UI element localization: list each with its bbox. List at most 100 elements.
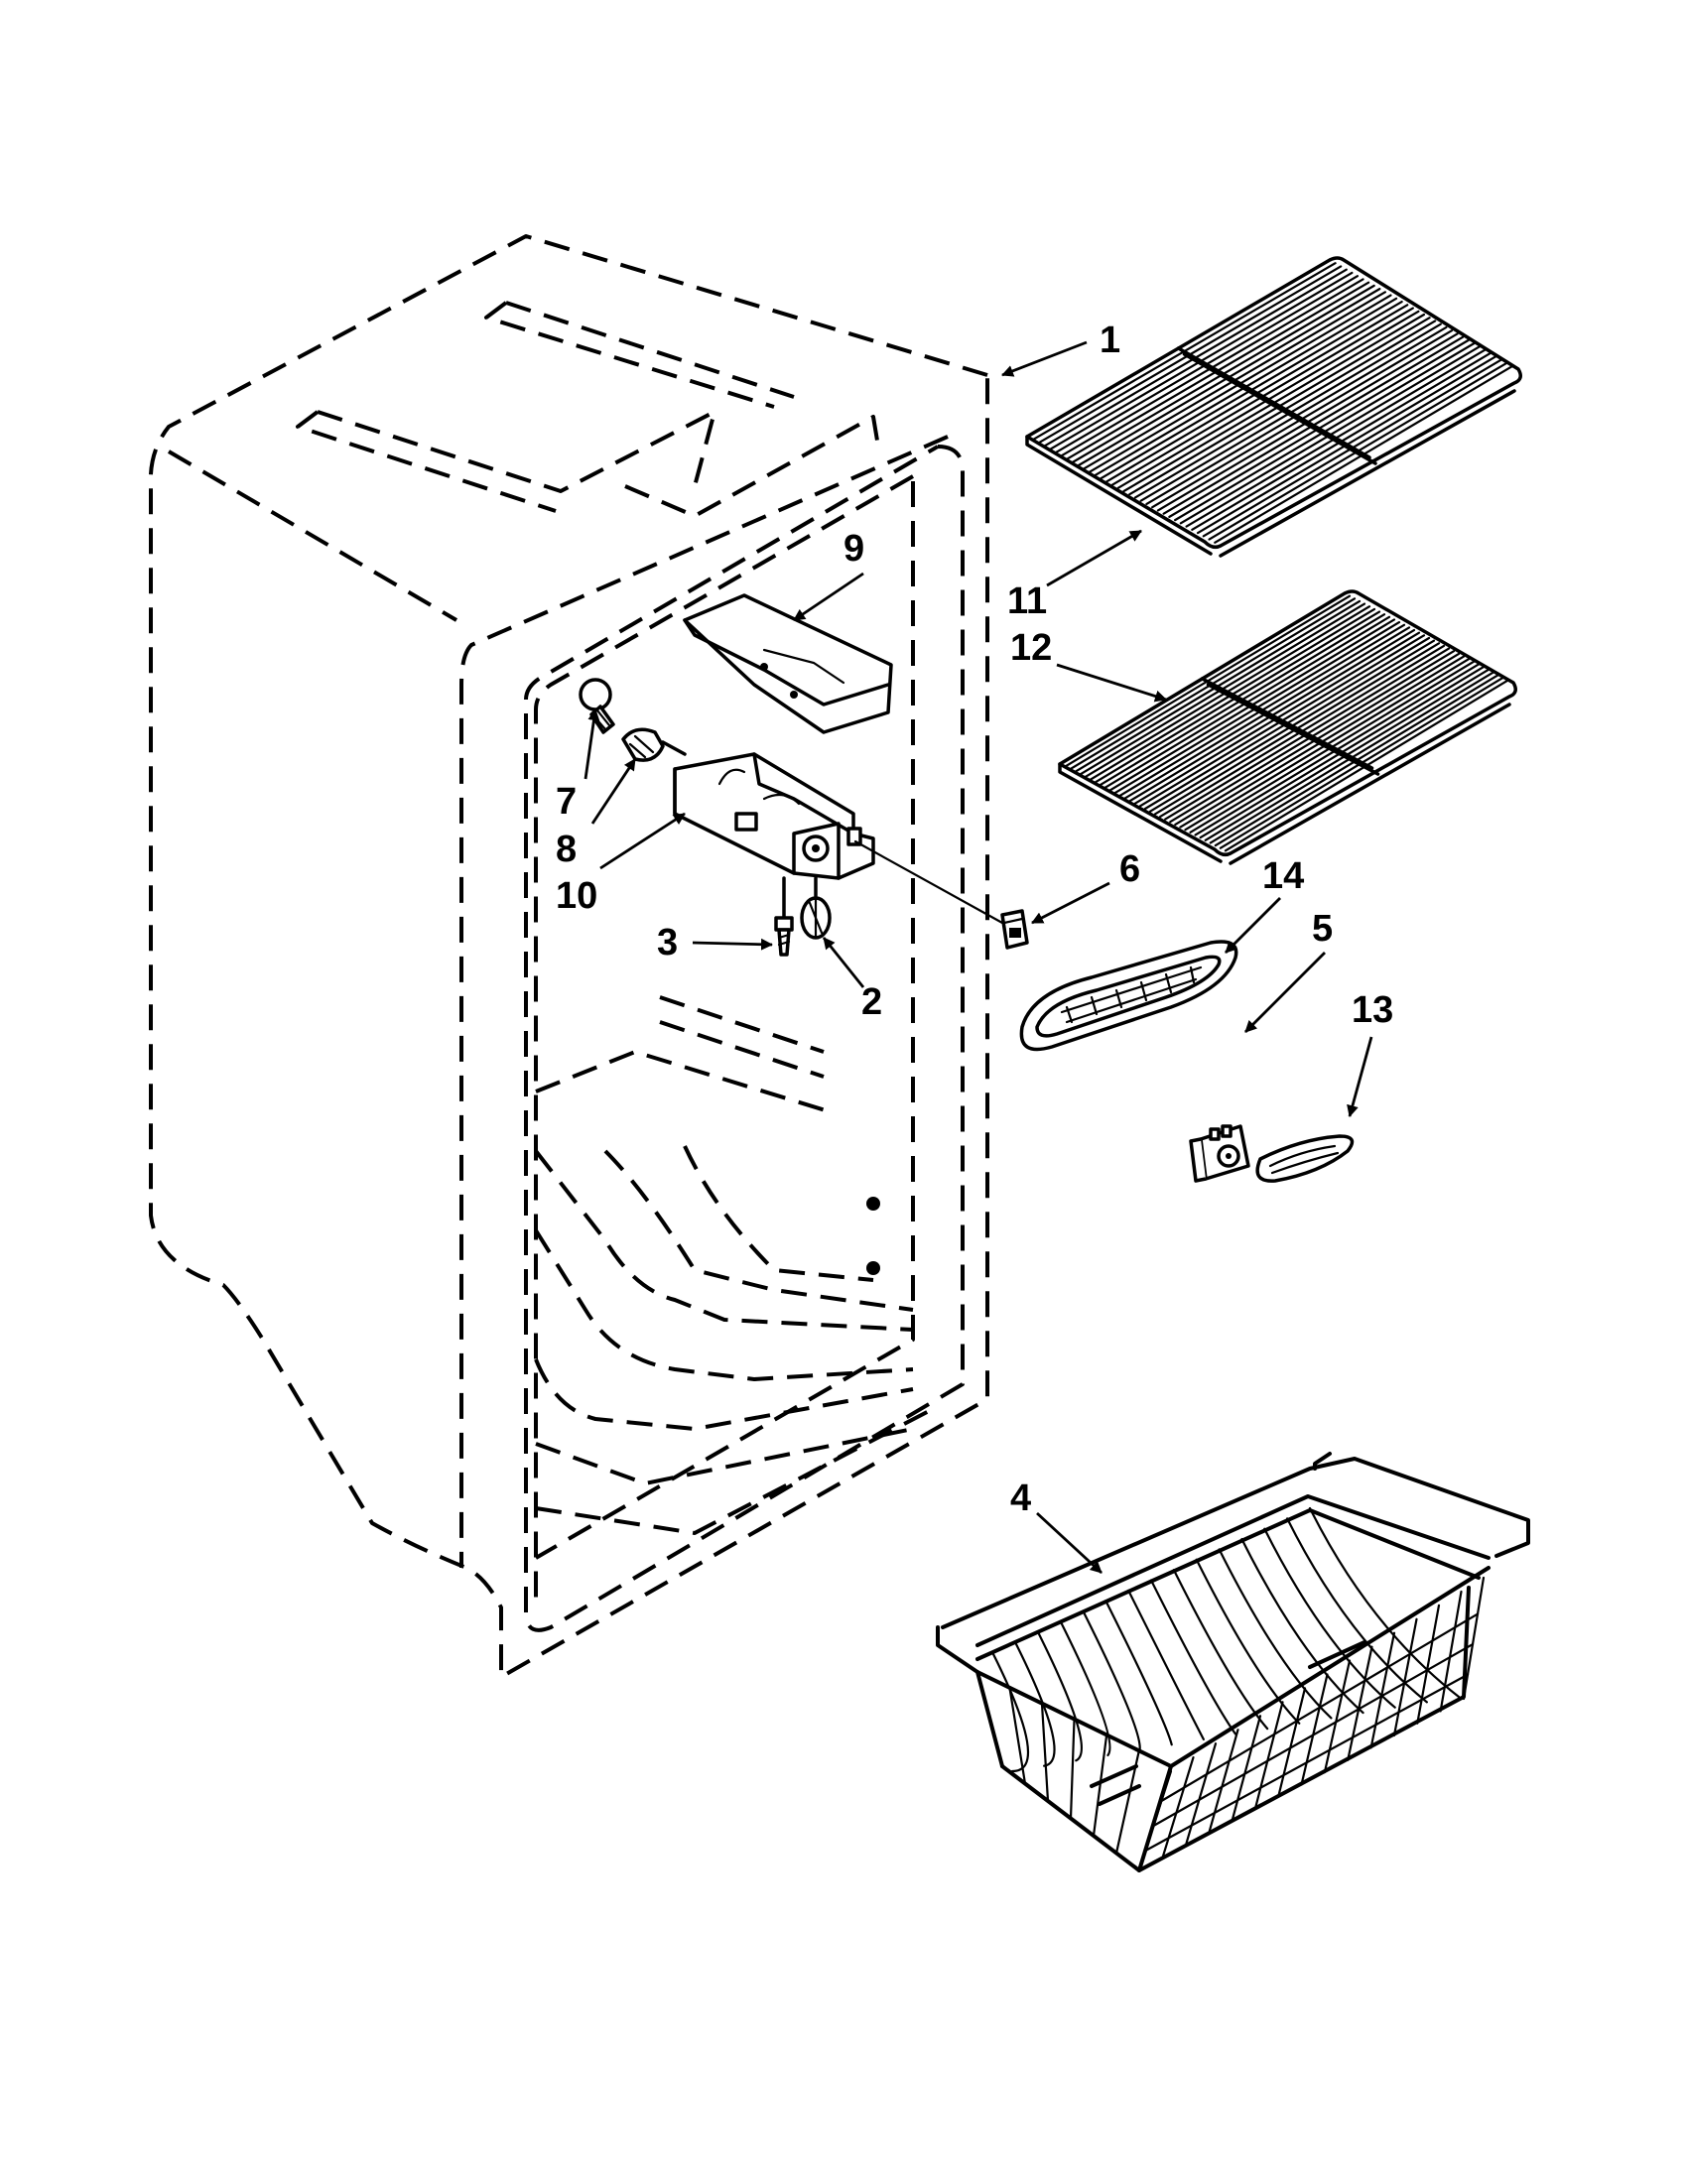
leader-4 — [1036, 1511, 1103, 1575]
leader-11 — [1046, 529, 1142, 587]
basket-runner — [1308, 1640, 1366, 1669]
liner-front-frame — [524, 445, 965, 1632]
basket-wire — [1207, 1729, 1239, 1836]
basket-guide-5 — [534, 1358, 914, 1431]
leader-2 — [822, 937, 865, 988]
basket-bottom-outline — [1000, 1586, 1471, 1872]
shelf-divider — [1206, 683, 1380, 776]
part-4-wire-basket — [936, 1452, 1530, 1872]
basket-left-edge — [975, 1670, 1004, 1768]
leader-6 — [1031, 881, 1110, 925]
basket-wire — [1184, 1742, 1218, 1848]
shelf-side-rail — [1058, 762, 1223, 863]
basket-rung — [1160, 1612, 1480, 1803]
basket-handle-detail — [1313, 1452, 1332, 1471]
basket-runner — [1090, 1764, 1141, 1806]
shelf-divider — [1176, 346, 1371, 459]
part-5-thermostat — [1189, 1124, 1250, 1183]
liner-front-outer — [459, 435, 949, 1568]
top-recess-1 — [484, 301, 795, 409]
interior-rail-1 — [659, 995, 825, 1054]
part-13-small-grille — [1255, 1134, 1355, 1183]
leader-10 — [599, 812, 686, 870]
basket-guide-1 — [534, 1149, 914, 1332]
basket-wire — [1308, 1506, 1461, 1699]
basket-wire — [1263, 1527, 1396, 1709]
basket-guide-3 — [683, 1145, 874, 1282]
basket-wire — [1240, 1537, 1364, 1715]
basket-wire — [1416, 1604, 1441, 1725]
callout-4: 4 — [1010, 1477, 1031, 1519]
callout-2: 2 — [861, 981, 882, 1023]
leader-14 — [1225, 897, 1281, 954]
basket-wire — [1069, 1719, 1076, 1820]
shelf-front-rail — [1219, 389, 1516, 558]
callout-labels: 1 2 3 4 5 6 7 8 9 10 11 12 13 14 — [556, 320, 1393, 1519]
callout-13: 13 — [1352, 989, 1393, 1031]
leader-7 — [584, 708, 600, 780]
basket-wire — [1218, 1548, 1333, 1720]
part-9-bracket — [683, 593, 893, 734]
basket-wire — [1008, 1687, 1027, 1785]
leader-13 — [1347, 1036, 1373, 1117]
part-2-thermostat-knob — [800, 876, 832, 940]
leader-9 — [793, 572, 864, 622]
basket-guide-2 — [603, 1149, 914, 1312]
basket-wire — [1286, 1517, 1428, 1704]
leader-5 — [1244, 952, 1326, 1033]
basket-wire — [1439, 1590, 1463, 1713]
top-recess-3 — [624, 415, 880, 518]
shelf-front-rail — [1229, 703, 1511, 865]
callout-12: 12 — [1010, 627, 1052, 669]
basket-wire — [1231, 1715, 1262, 1823]
shelf-side-rail — [1025, 435, 1213, 556]
liner-back-wall-edge — [534, 481, 915, 1560]
basket-wire — [1137, 1769, 1173, 1872]
liner-mount-hole — [866, 1261, 880, 1275]
callout-5: 5 — [1312, 908, 1333, 950]
leader-8 — [590, 758, 637, 825]
basket-wire — [1347, 1645, 1373, 1761]
basket-guide-7 — [535, 1407, 934, 1535]
leader-12 — [1056, 663, 1167, 703]
basket-guide-6 — [535, 1427, 914, 1485]
callout-1: 1 — [1100, 320, 1120, 361]
basket-wire — [1392, 1617, 1418, 1737]
basket-wire — [1172, 1569, 1269, 1731]
basket-wire — [1323, 1659, 1352, 1774]
part-3-screw — [774, 876, 794, 957]
part-14-air-grille — [1019, 940, 1238, 1052]
liner-front-frame-inner — [534, 474, 914, 1603]
basket-wire — [990, 1650, 1030, 1773]
leader-1 — [1001, 340, 1088, 377]
basket-wire — [1253, 1701, 1284, 1811]
basket-wire — [1092, 1734, 1108, 1838]
basket-front-rim — [936, 1566, 1491, 1768]
callout-11: 11 — [1007, 580, 1047, 622]
part-11-shelf-upper — [1025, 256, 1522, 558]
basket-wire — [1195, 1558, 1301, 1725]
leader-lines — [584, 340, 1373, 1575]
callout-10: 10 — [556, 875, 597, 917]
basket-wire — [1082, 1609, 1141, 1751]
basket-wire — [1036, 1630, 1083, 1762]
cabinet-liner — [148, 234, 989, 1679]
basket-wire — [1462, 1576, 1486, 1701]
part-8-socket — [621, 727, 687, 762]
basket-wire — [1369, 1631, 1396, 1749]
interior-rail-2 — [659, 1020, 825, 1079]
part-7-light-bulb — [579, 678, 615, 734]
basket-wire — [1161, 1755, 1195, 1860]
liner-outer-outline — [148, 234, 989, 1679]
basket-wire — [1300, 1673, 1329, 1786]
callout-6: 6 — [1119, 848, 1140, 890]
basket-wire — [1277, 1687, 1307, 1798]
callout-8: 8 — [556, 829, 577, 870]
basket-wire — [1013, 1640, 1056, 1767]
basket-wire — [1114, 1750, 1140, 1855]
basket-rung — [1144, 1673, 1470, 1853]
liner-mount-hole — [866, 1197, 880, 1211]
basket-wire — [1104, 1600, 1173, 1746]
basket-rung — [1152, 1642, 1475, 1828]
